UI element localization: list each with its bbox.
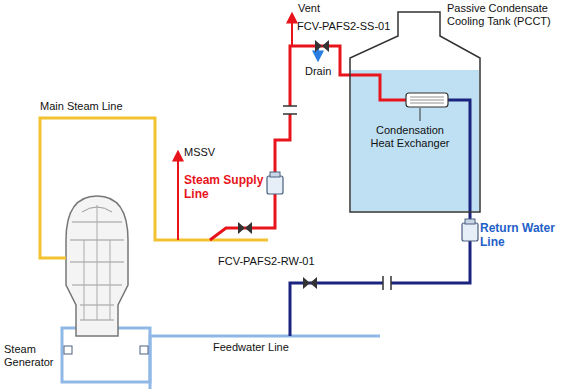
line-label: Feedwater Line [213, 341, 289, 354]
pipe-break [284, 106, 296, 114]
check-valve-symbol [462, 223, 478, 241]
return-water-pipe [290, 100, 470, 336]
vessel-internals [84, 205, 110, 320]
line-label: Return Water Line [480, 222, 558, 250]
line-label: Steam Supply Line [184, 174, 268, 202]
pipe-break [383, 276, 391, 290]
valve-symbol [315, 40, 329, 52]
component-label: Condensation Heat Exchanger [368, 124, 452, 149]
pipe-break [383, 277, 391, 289]
tank-water [351, 70, 479, 211]
vent-label: Vent [298, 2, 320, 15]
check-valve-symbol [270, 172, 280, 177]
tank: Passive Condensate Cooling Tank (PCCT) [350, 12, 480, 212]
nozzle-symbol [140, 346, 148, 354]
node-heading: Passive Condensate Cooling Tank (PCCT) [447, 2, 557, 27]
heat-exchanger-tubes [410, 97, 444, 103]
valve-tag: FCV-PAFS2-SS-01 [297, 20, 390, 33]
steam-generator-vessel [66, 196, 128, 336]
valve-symbol [238, 222, 252, 234]
vessel-internals [82, 207, 112, 212]
valve-tag: FCV-PAFS2-RW-01 [218, 255, 315, 268]
valve-symbol [303, 277, 317, 289]
feedwater-pipe [150, 336, 380, 389]
check-valve-symbol [267, 176, 283, 194]
vent-arrow [291, 14, 293, 46]
relief-arrow [177, 152, 179, 240]
check-valve-symbol [465, 219, 475, 224]
heat-exchanger [406, 93, 448, 107]
nozzle-symbol [64, 346, 72, 354]
valve-label: MSSV [184, 146, 215, 159]
main-steam-pipe [40, 118, 268, 258]
tank-outline [350, 12, 480, 212]
pipe-break [283, 106, 297, 114]
leader-line [420, 108, 421, 121]
tank-outline [350, 12, 480, 212]
drain-label: Drain [305, 65, 331, 78]
equipment-label: Steam Generator [4, 343, 62, 368]
line-label: Main Steam Line [40, 100, 123, 113]
